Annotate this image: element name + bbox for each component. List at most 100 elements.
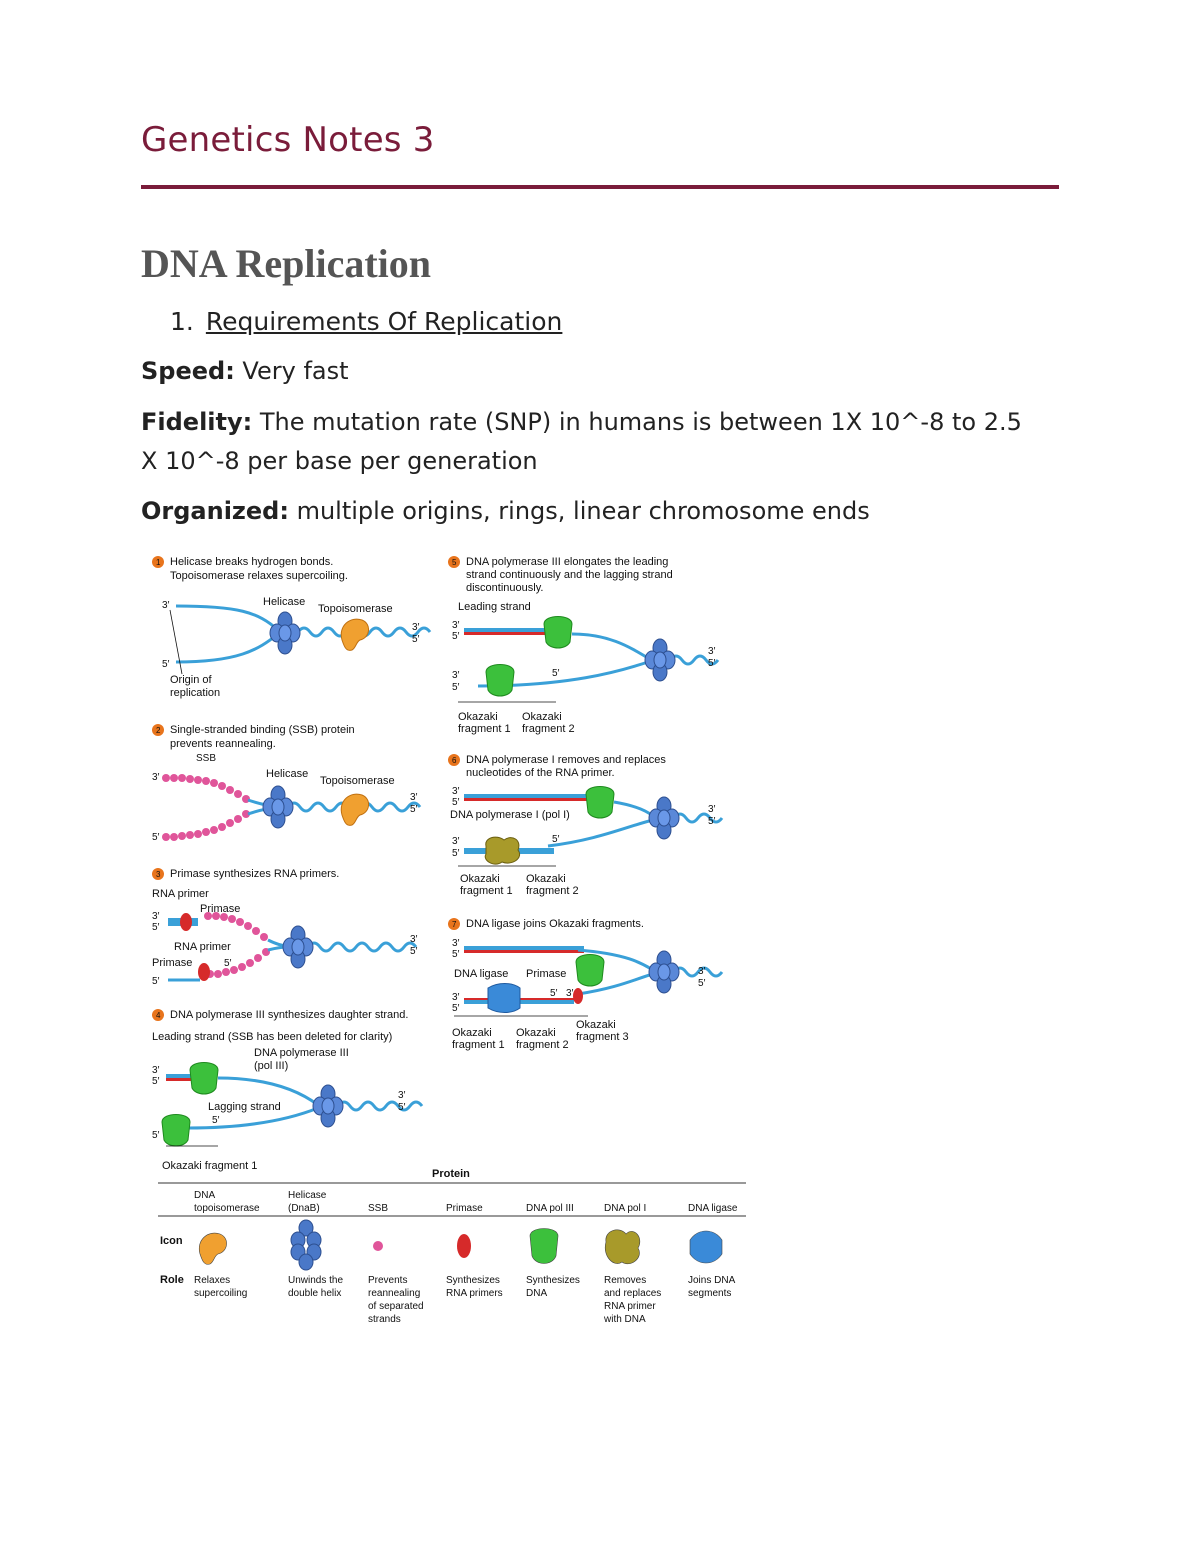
step-7-right-3prime: 3′ — [698, 966, 706, 977]
title-divider — [141, 185, 1059, 189]
step-6-okazaki-a: Okazaki — [460, 873, 500, 885]
step-4-panel: 4 DNA polymerase III synthesizes daughte… — [152, 1009, 424, 1172]
step-6-fragment-b: fragment 2 — [526, 885, 579, 897]
step-1-right-3prime: 3′ — [412, 622, 420, 633]
protein-role-text: RNA primers — [446, 1288, 503, 1299]
step-7-okazaki-b: Okazaki — [516, 1027, 556, 1039]
step-3-right-5prime: 5′ — [410, 946, 418, 957]
protein-name-line2: (DnaB) — [288, 1203, 320, 1214]
step-7-lag-5prime: 5′ — [452, 1003, 460, 1014]
speed-label: Speed: — [141, 357, 235, 385]
list-item-requirements: 1.Requirements Of Replication — [170, 307, 562, 336]
step-5-fragment-a: fragment 1 — [458, 723, 511, 735]
protein-role-text: Synthesizes — [446, 1275, 500, 1286]
step-5-fragment-b: fragment 2 — [522, 723, 575, 735]
step-7-fragment-b: fragment 2 — [516, 1039, 569, 1051]
step-4-number: 4 — [156, 1011, 161, 1020]
step-7-5prime: 5′ — [452, 949, 460, 960]
step-4-right-3prime: 3′ — [398, 1090, 406, 1101]
speed-text: Very fast — [234, 357, 349, 385]
step-1-line1: Helicase breaks hydrogen bonds. — [170, 556, 333, 568]
step-3-inner-5prime: 5′ — [224, 958, 232, 969]
protein-role-text: supercoiling — [194, 1288, 247, 1299]
step-2-topo-label: Topoisomerase — [320, 775, 395, 787]
step-7-ligase-label: DNA ligase — [454, 968, 508, 980]
protein-icon — [290, 1219, 322, 1271]
step-4-okazaki-label: Okazaki fragment 1 — [162, 1160, 257, 1172]
protein-name-line2: DNA ligase — [688, 1203, 738, 1214]
step-4-pol3-label: DNA polymerase III — [254, 1047, 349, 1059]
step-3-number: 3 — [156, 870, 161, 879]
step-1-panel: 1 Helicase breaks hydrogen bonds. Topois… — [152, 556, 432, 699]
protein-role-text: reannealing — [368, 1288, 420, 1299]
step-4-5prime: 5′ — [152, 1076, 160, 1087]
protein-role-text: with DNA — [603, 1314, 646, 1325]
step-1-number: 1 — [156, 558, 161, 567]
step-4-right-5prime: 5′ — [398, 1102, 406, 1113]
step-3-primase-top: Primase — [200, 903, 240, 915]
section-heading: DNA Replication — [141, 241, 431, 286]
organized-label: Organized: — [141, 497, 289, 525]
protein-role-text: Prevents — [368, 1275, 407, 1286]
protein-role-text: strands — [368, 1314, 401, 1325]
step-7-okazaki-a: Okazaki — [452, 1027, 492, 1039]
step-6-line1: DNA polymerase I removes and replaces — [466, 754, 666, 766]
protein-table-icon-row: Icon — [160, 1235, 183, 1247]
protein-role-text: Relaxes — [194, 1275, 230, 1286]
step-5-panel: 5 DNA polymerase III elongates the leadi… — [448, 556, 720, 735]
protein-name-line1: DNA — [194, 1190, 215, 1201]
step-2-helicase-label: Helicase — [266, 768, 308, 780]
step-7-fragment-c: fragment 3 — [576, 1031, 629, 1043]
step-6-fragment-a: fragment 1 — [460, 885, 513, 897]
step-5-mid-5prime: 5′ — [552, 668, 560, 679]
fidelity-text: The mutation rate (SNP) in humans is bet… — [141, 408, 1022, 475]
list-label: Requirements Of Replication — [205, 307, 563, 336]
dna-replication-figure: 1 Helicase breaks hydrogen bonds. Topois… — [152, 556, 746, 1325]
step-6-pol1-label: DNA polymerase I (pol I) — [450, 809, 570, 821]
step-5-number: 5 — [452, 558, 457, 567]
protein-name-line1: Helicase — [288, 1190, 327, 1201]
protein-role-text: Joins DNA — [688, 1275, 736, 1286]
step-4-3prime: 3′ — [152, 1065, 160, 1076]
step-5-right-3prime: 3′ — [708, 646, 716, 657]
step-2-panel: 2 Single-stranded binding (SSB) protein … — [152, 724, 422, 843]
protein-name-line2: DNA pol I — [604, 1203, 646, 1214]
step-7-okazaki-c: Okazaki — [576, 1019, 616, 1031]
step-4-lagging-5prime: 5′ — [212, 1115, 220, 1126]
protein-name-line2: topoisomerase — [194, 1203, 260, 1214]
step-7-mid-3prime: 3′ — [566, 988, 574, 999]
step-7-line1: DNA ligase joins Okazaki fragments. — [466, 918, 644, 930]
step-1-5prime: 5′ — [162, 659, 170, 670]
step-6-line2: nucleotides of the RNA primer. — [466, 767, 615, 779]
step-3-3prime: 3′ — [152, 911, 160, 922]
origin-label-1: Origin of — [170, 674, 213, 686]
step-6-number: 6 — [452, 756, 457, 765]
protein-icon — [373, 1241, 383, 1251]
protein-icon — [604, 1229, 641, 1265]
step-5-line2: strand continuously and the lagging stra… — [466, 569, 673, 581]
step-5-3prime: 3′ — [452, 620, 460, 631]
step-3-line1: Primase synthesizes RNA primers. — [170, 868, 339, 880]
protein-name-line2: DNA pol III — [526, 1203, 574, 1214]
step-1-helicase-label: Helicase — [263, 596, 305, 608]
protein-name-line2: SSB — [368, 1203, 388, 1214]
step-2-line1: Single-stranded binding (SSB) protein — [170, 724, 355, 736]
step-7-fragment-a: fragment 1 — [452, 1039, 505, 1051]
protein-icon — [198, 1232, 227, 1265]
step-2-3prime: 3′ — [152, 772, 160, 783]
step-7-lag-3prime: 3′ — [452, 992, 460, 1003]
step-6-lag-3prime: 3′ — [452, 836, 460, 847]
step-3-panel: 3 Primase synthesizes RNA primers. RNA p… — [152, 868, 418, 987]
protein-role-text: RNA primer — [604, 1301, 656, 1312]
protein-name-line2: Primase — [446, 1203, 483, 1214]
step-1-topo-label: Topoisomerase — [318, 603, 393, 615]
step-1-right-5prime: 5′ — [412, 634, 420, 645]
fidelity-label: Fidelity: — [141, 408, 253, 436]
step-3-right-3prime: 3′ — [410, 934, 418, 945]
protein-table-header: Protein — [432, 1168, 470, 1180]
step-6-right-3prime: 3′ — [708, 804, 716, 815]
step-5-leading-label: Leading strand — [458, 601, 531, 613]
step-7-number: 7 — [452, 920, 457, 929]
protein-table: Protein Icon Role DNAtopoisomeraseRelaxe… — [158, 1168, 746, 1325]
step-6-3prime: 3′ — [452, 786, 460, 797]
